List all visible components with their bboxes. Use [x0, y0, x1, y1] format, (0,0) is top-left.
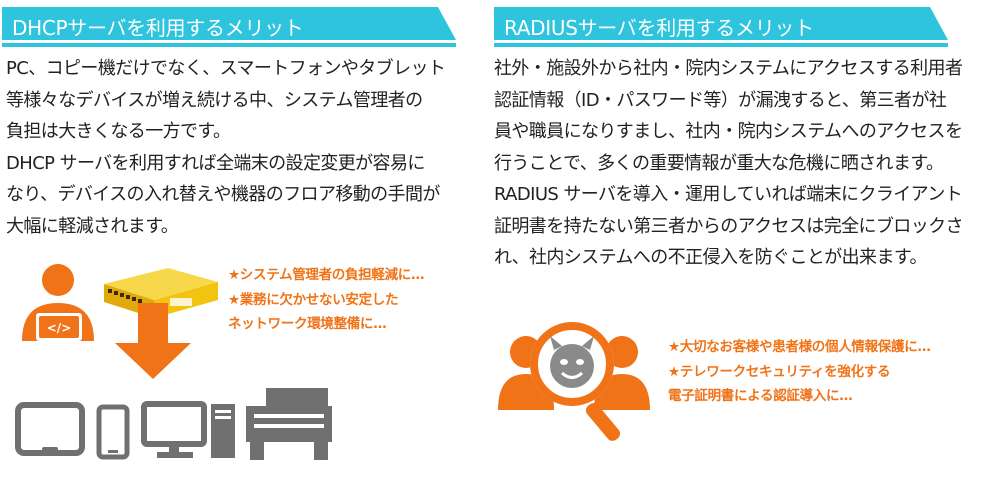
left-header-title: DHCPサーバを利用するメリット: [12, 16, 304, 40]
right-note: ★大切なお客様や患者様の個人情報保護に… ★テレワークセキュリティを強化する 電…: [668, 339, 931, 404]
tablet-icon: [15, 402, 85, 456]
right-header-band: [494, 7, 948, 40]
admin-user-icon: </>: [22, 264, 94, 341]
left-header-band: [2, 7, 456, 40]
left-body-text: PC、コピー機だけでなく、スマートフォンやタブレット 等様々なデバイスが増え続け…: [6, 58, 446, 237]
printer-icon: [246, 388, 332, 460]
smartphone-icon: [96, 404, 130, 460]
devil-face-icon: [550, 336, 594, 388]
desktop-pc-icon: [141, 401, 235, 458]
down-arrow-icon: [115, 303, 191, 379]
left-note: ★システム管理者の負担軽減に… ★業務に欠かせない安定した ネットワーク環境整備…: [228, 267, 425, 332]
users-with-magnifier-icon: [498, 322, 650, 441]
svg-text:</>: </>: [47, 321, 72, 335]
left-header: DHCPサーバを利用するメリット: [2, 7, 456, 47]
right-header: RADIUSサーバを利用するメリット: [494, 7, 948, 47]
left-header-underline: [2, 43, 456, 47]
right-header-title: RADIUSサーバを利用するメリット: [504, 16, 814, 40]
right-header-underline: [494, 43, 948, 47]
right-body-text: 社外・施設外から社内・院内システムにアクセスする利用者 認証情報（ID・パスワー…: [494, 58, 964, 268]
